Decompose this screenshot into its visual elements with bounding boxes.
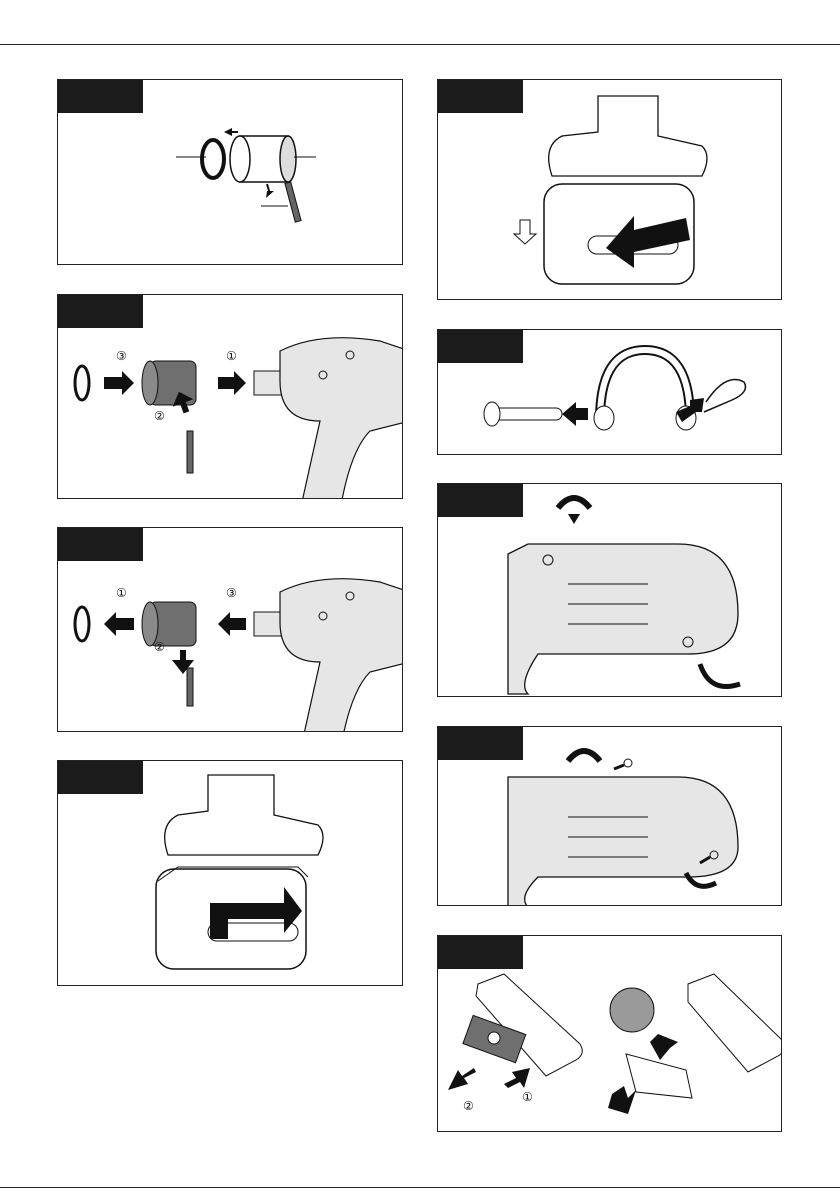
figure-hanger-parts — [437, 329, 782, 455]
hanger-parts-illustration — [438, 330, 782, 455]
battery-remove-illustration — [438, 80, 782, 300]
step-label-3: ③ — [116, 349, 127, 363]
figure-hanger-secured — [437, 726, 782, 906]
figure-coin-battery: ② ① — [437, 935, 782, 1132]
socket-install-illustration — [58, 295, 403, 499]
step-label-2: ② — [463, 1099, 474, 1113]
step-label-1: ① — [116, 586, 127, 600]
header-rule — [0, 44, 840, 45]
step-label-3: ③ — [226, 586, 237, 600]
figure-battery-remove — [437, 79, 782, 300]
hanger-secured-illustration — [438, 727, 782, 906]
footer-rule — [0, 1187, 840, 1188]
step-label-2: ② — [154, 409, 165, 423]
socket-remove-illustration — [58, 528, 403, 732]
coin-battery-illustration — [438, 936, 782, 1132]
step-label-2: ② — [154, 640, 165, 654]
hanger-attach-illustration — [438, 484, 782, 697]
battery-attach-illustration — [58, 761, 403, 986]
figure-socket-install: ③ ② ① — [57, 294, 403, 499]
figure-battery-attach — [57, 760, 403, 986]
figure-socket-parts — [57, 79, 403, 265]
figure-hanger-attach — [437, 483, 782, 697]
socket-parts-illustration — [58, 80, 403, 265]
figure-socket-remove: ① ② ③ — [57, 527, 403, 732]
step-label-1: ① — [522, 1090, 533, 1104]
step-label-1: ① — [226, 349, 237, 363]
